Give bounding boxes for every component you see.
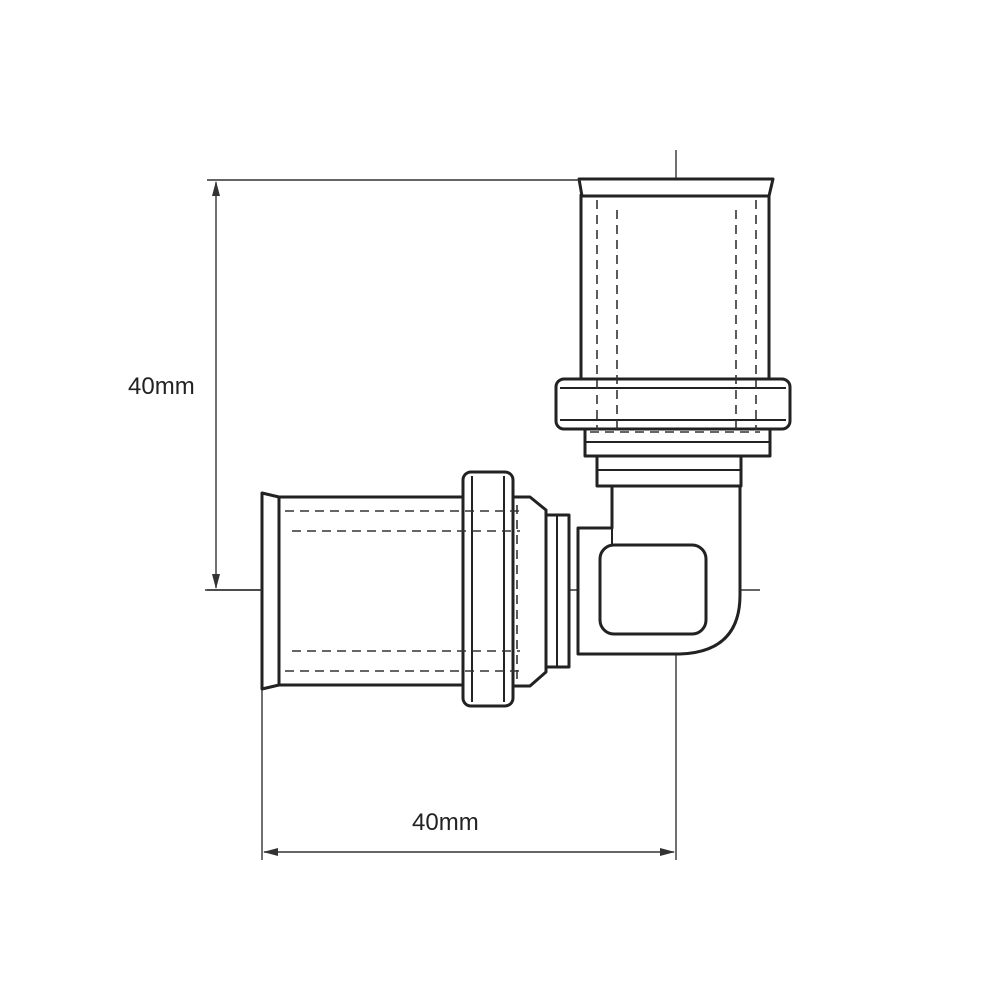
horizontal-sleeve-lip <box>260 491 281 691</box>
arrow-right-icon <box>660 848 675 856</box>
horizontal-branch <box>260 470 571 708</box>
horizontal-sleeve <box>276 495 465 687</box>
vertical-dimension-label: 40mm <box>128 373 195 400</box>
arrow-up-icon <box>212 181 220 196</box>
vertical-sleeve <box>579 193 771 381</box>
arrow-down-icon <box>212 574 220 589</box>
vertical-branch <box>554 177 792 488</box>
vertical-sleeve-lip <box>577 177 775 198</box>
vertical-press-nut <box>554 377 792 431</box>
elbow-body <box>576 484 742 656</box>
horizontal-dimension-label: 40mm <box>412 809 479 836</box>
vertical-dimension: 40mm <box>128 179 580 591</box>
horizontal-dimension: 40mm <box>261 690 675 860</box>
hex-socket <box>598 543 708 636</box>
arrow-left-icon <box>263 848 278 856</box>
